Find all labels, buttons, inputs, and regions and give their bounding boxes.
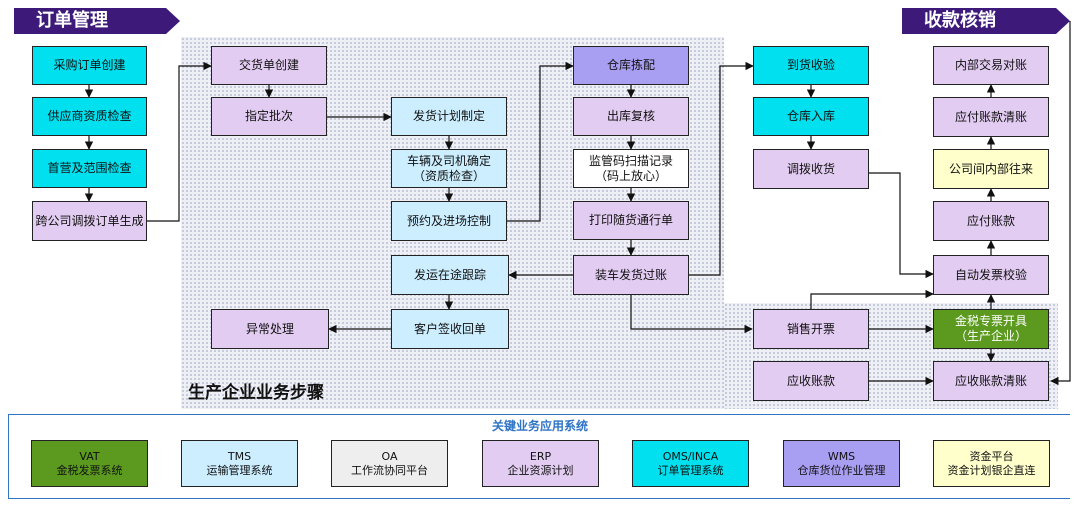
node-auto-invoice-verify: 自动发票校验 — [933, 255, 1049, 295]
node-sales-invoice: 销售开票 — [753, 309, 869, 349]
node-customer-receipt: 客户签收回单 — [391, 309, 509, 349]
systems-panel — [8, 414, 1070, 499]
system-vat: VAT 金税发票系统 — [31, 440, 148, 487]
node-load-ship: 装车发货过账 — [573, 255, 689, 295]
node-interco: 公司间内部往来 — [933, 149, 1049, 189]
node-receivable: 应收账款 — [753, 361, 869, 401]
node-transfer-receipt: 调拨收货 — [753, 149, 869, 189]
node-outbound-check: 出库复核 — [573, 97, 689, 136]
system-treasury-desc: 资金计划银企直连 — [947, 463, 1036, 477]
node-supplier-check: 供应商资质检查 — [32, 97, 147, 136]
node-payable: 应付账款 — [933, 201, 1049, 241]
system-oa-desc: 工作流协同平台 — [351, 463, 428, 477]
banner-order-management: 订单管理 — [14, 8, 180, 34]
system-oa: OA 工作流协同平台 — [331, 440, 448, 487]
node-receivable-clear: 应收账款清账 — [933, 361, 1049, 401]
system-tms: TMS 运输管理系统 — [181, 440, 298, 487]
node-payable-clear: 应付账款清账 — [933, 97, 1049, 137]
production-steps-label: 生产企业业务步骤 — [188, 383, 324, 403]
node-po-create: 采购订单创建 — [32, 46, 147, 85]
node-warehouse-in: 仓库入库 — [753, 97, 869, 136]
system-oa-name: OA — [381, 449, 398, 463]
system-wms-name: WMS — [827, 449, 856, 463]
system-oms: OMS/INCA 订单管理系统 — [632, 440, 749, 487]
system-wms-desc: 仓库货位作业管理 — [797, 463, 886, 477]
node-exception: 异常处理 — [211, 309, 329, 349]
node-ship-plan: 发货计划制定 — [391, 97, 507, 136]
system-treasury-name: 资金平台 — [969, 449, 1014, 463]
system-erp: ERP 企业资源计划 — [482, 440, 599, 487]
node-picking: 仓库拣配 — [573, 46, 689, 85]
system-treasury: 资金平台 资金计划银企直连 — [933, 440, 1050, 487]
node-transfer-order: 跨公司调拨订单生成 — [32, 201, 147, 241]
system-oms-name: OMS/INCA — [662, 449, 719, 463]
node-arrival-check: 到货收验 — [753, 46, 869, 85]
system-vat-name: VAT — [79, 449, 100, 463]
system-oms-desc: 订单管理系统 — [657, 463, 724, 477]
system-tms-name: TMS — [227, 449, 252, 463]
node-in-transit: 发运在途跟踪 — [391, 255, 509, 295]
node-golden-tax-invoice: 金税专票开具 （生产企业） — [933, 309, 1049, 349]
node-delivery-create: 交货单创建 — [211, 46, 327, 85]
node-appointment: 预约及进场控制 — [391, 201, 507, 241]
system-vat-desc: 金税发票系统 — [56, 463, 123, 477]
node-code-scan: 监管码扫描记录 （码上放心） — [573, 149, 689, 188]
system-erp-desc: 企业资源计划 — [507, 463, 574, 477]
banner-collection-reconciliation: 收款核销 — [902, 8, 1070, 34]
node-vehicle-confirm: 车辆及司机确定 （资质检查） — [391, 149, 507, 188]
system-erp-name: ERP — [529, 449, 552, 463]
systems-panel-title: 关键业务应用系统 — [491, 419, 588, 433]
node-batch-assign: 指定批次 — [211, 97, 327, 136]
node-internal-recon: 内部交易对账 — [933, 46, 1049, 85]
system-wms: WMS 仓库货位作业管理 — [783, 440, 900, 487]
system-tms-desc: 运输管理系统 — [206, 463, 273, 477]
node-print-pass: 打印随货通行单 — [573, 201, 689, 240]
node-scope-check: 首营及范围检查 — [32, 149, 147, 188]
